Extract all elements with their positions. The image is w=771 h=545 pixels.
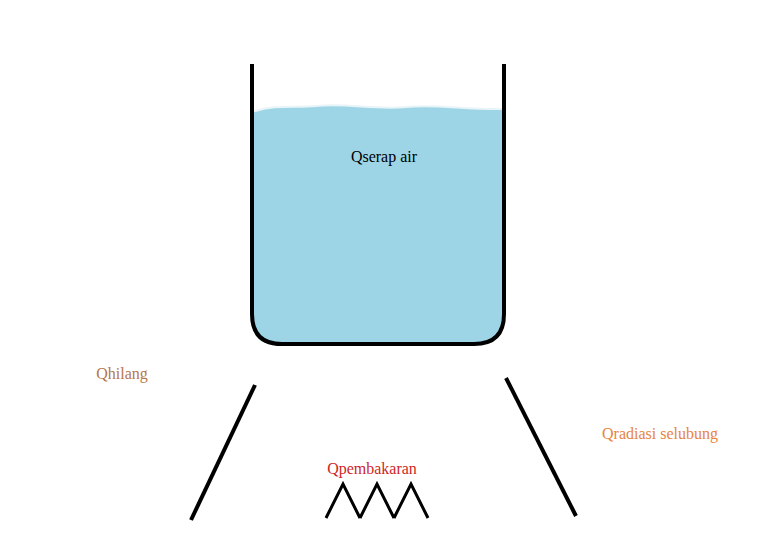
water-surface <box>252 105 504 112</box>
water-fill <box>252 105 504 344</box>
heat-label: Qpembakaran <box>327 460 417 478</box>
flame-symbol <box>326 484 428 518</box>
shield-wall-right <box>506 378 576 516</box>
heat-label: Qhilang <box>96 365 148 383</box>
heat-label: Qradiasi selubung <box>602 425 718 443</box>
shield-wall-left <box>191 385 255 520</box>
water-vessel: Qserap air <box>246 60 510 352</box>
vessel-wall <box>252 64 504 344</box>
vessel-outline <box>246 60 510 352</box>
heat-label: Qserap air <box>351 148 417 166</box>
